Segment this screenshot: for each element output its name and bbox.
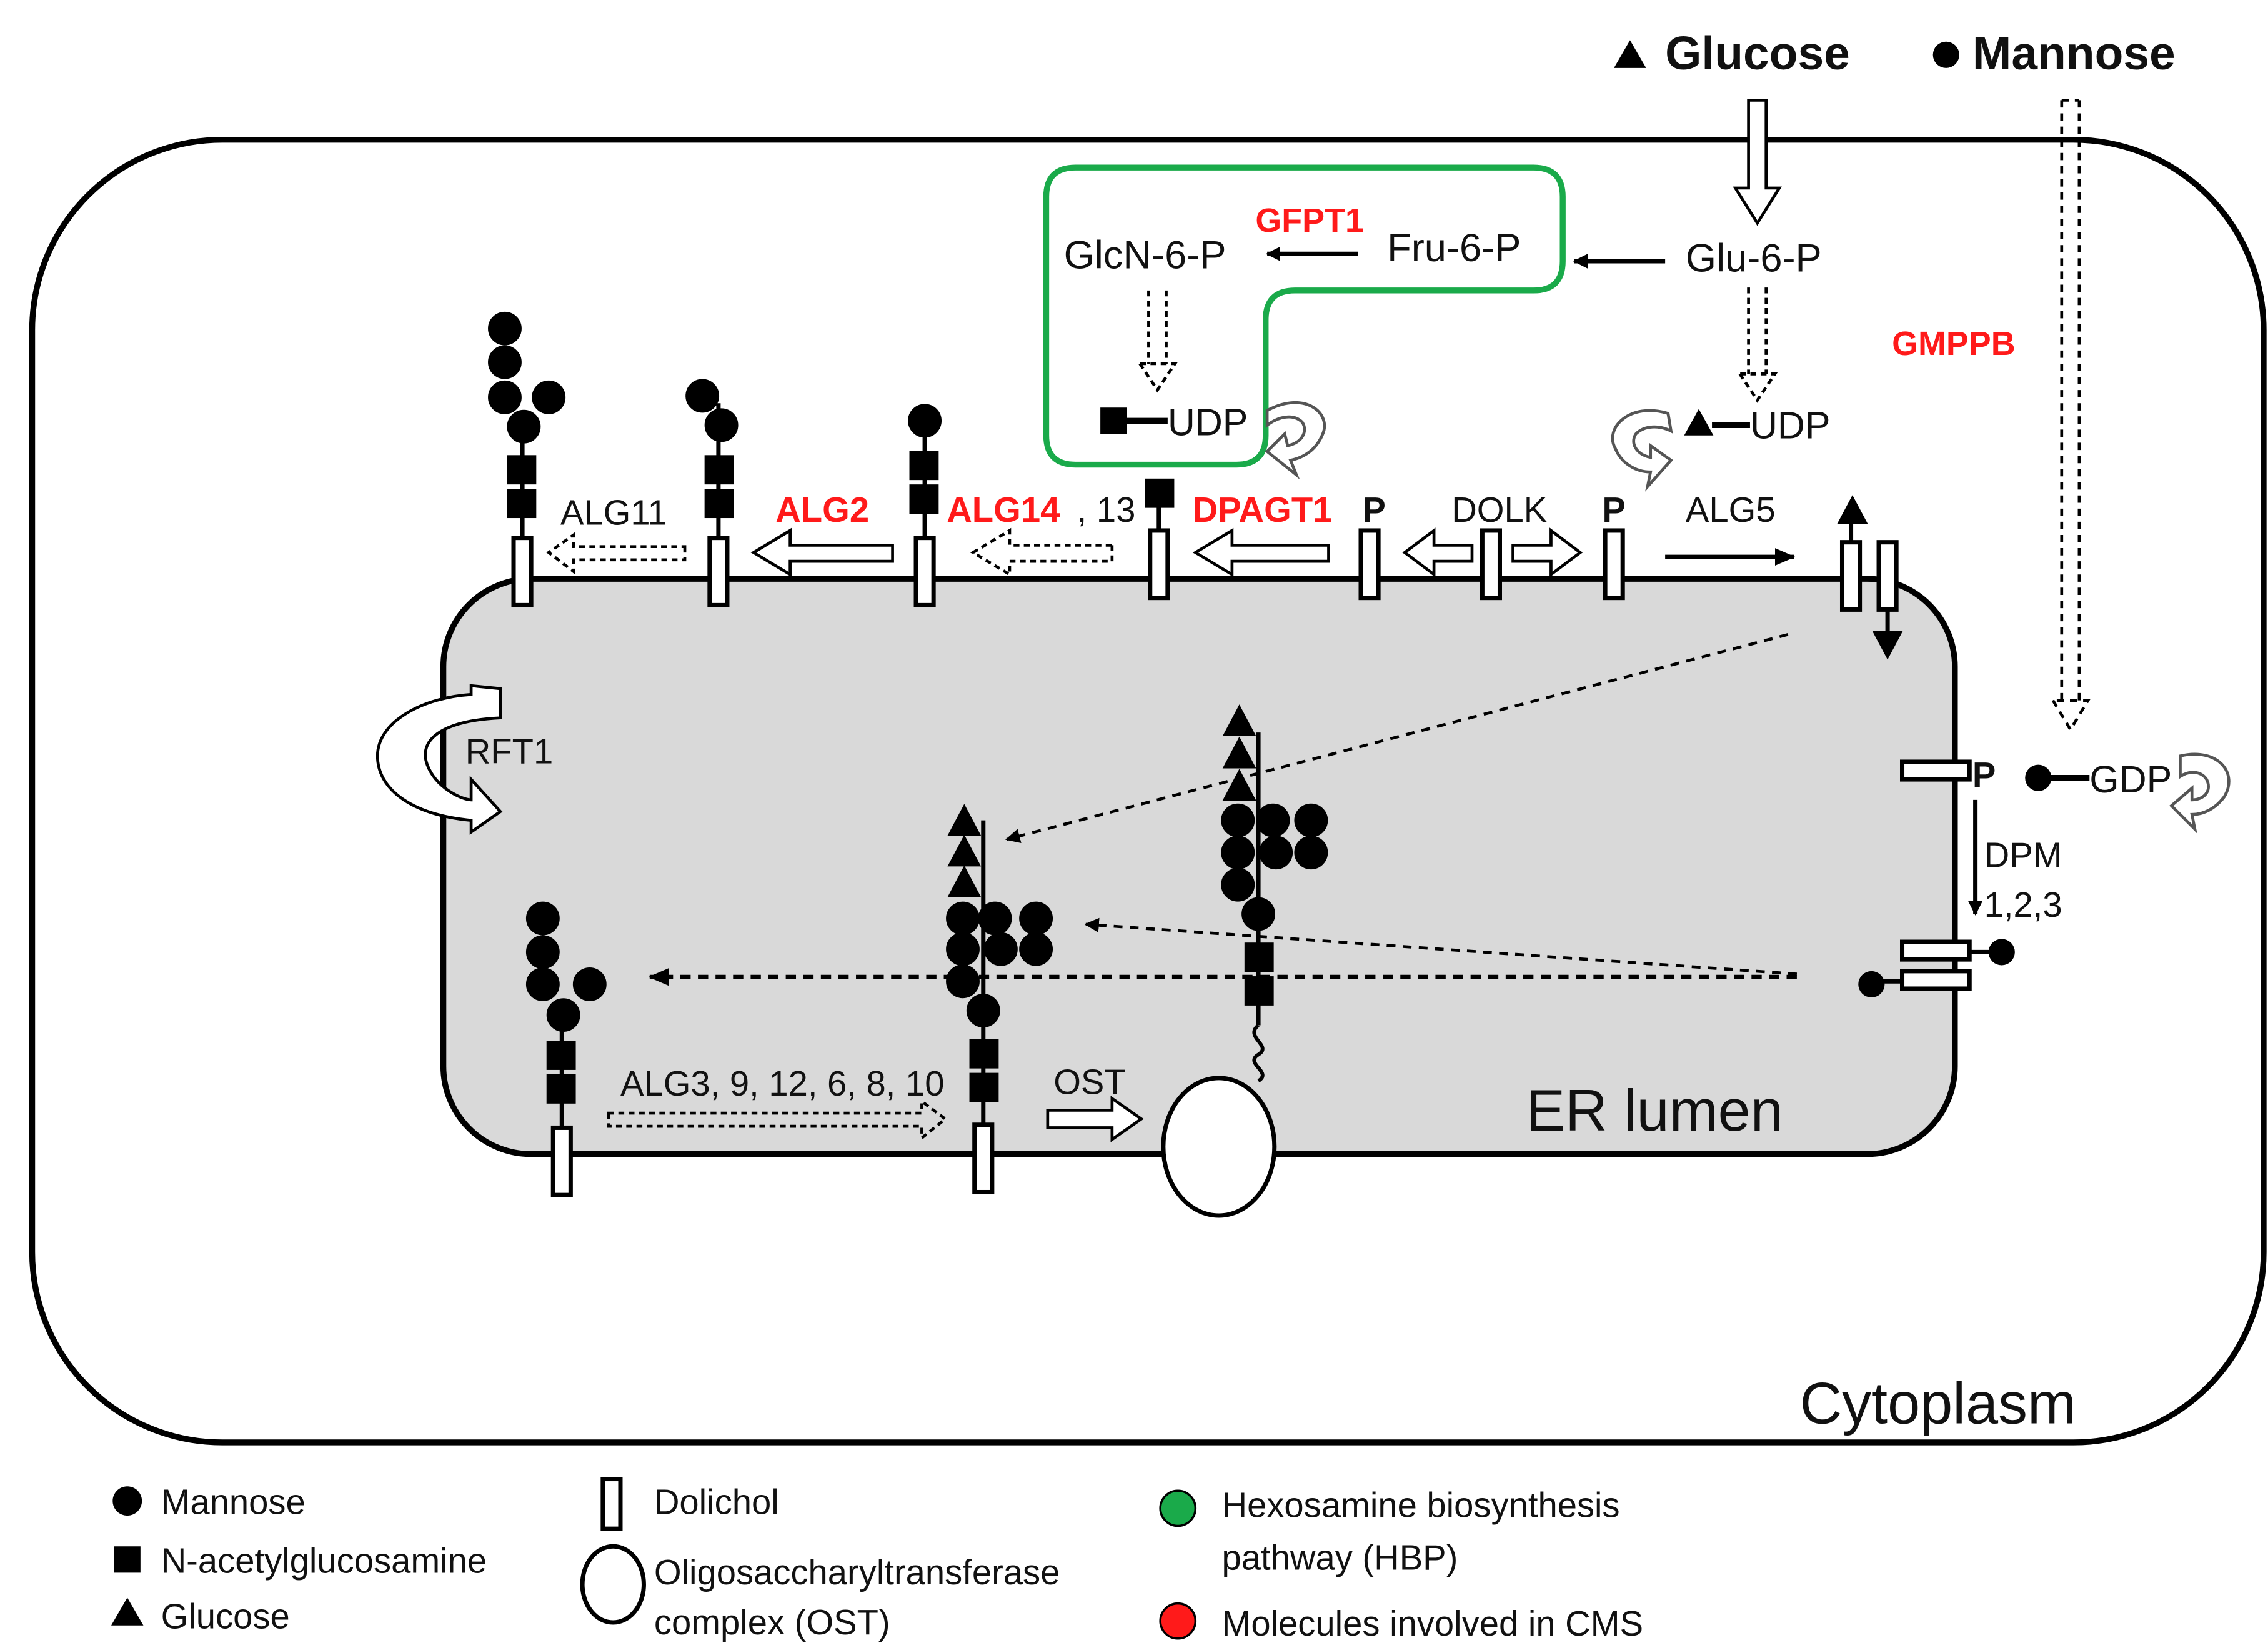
legend-glucose-icon [111, 1597, 144, 1626]
dashed-arrow-man-1 [1084, 917, 1798, 976]
alg2-label: ALG2 [775, 490, 869, 529]
svg-text:UDP: UDP [1168, 401, 1248, 444]
hbp-box [1043, 164, 1566, 468]
svg-text:UDP: UDP [1750, 404, 1831, 446]
glycan-tree-2 [685, 379, 739, 538]
alg14-arrow [970, 527, 1114, 577]
glycan-tree-4 [1145, 478, 1175, 531]
legend-glucose-label: Glucose [161, 1596, 290, 1636]
mannose-circle-icon [1932, 41, 1959, 68]
alg14-label: ALG14 [947, 490, 1060, 529]
dpm-label-1: DPM [1984, 836, 2062, 875]
er-lumen-label: ER lumen [1526, 1077, 1783, 1143]
glycan-tree-1 [488, 311, 566, 538]
alg3-arrow [607, 1098, 948, 1141]
ost-label: OST [1053, 1062, 1126, 1102]
glcnac-square-icon [1100, 407, 1127, 434]
legend-ost-label-2: complex (OST) [654, 1602, 890, 1642]
dolichol-bar-right-1 [1900, 759, 1972, 782]
alg5-label: ALG5 [1686, 490, 1776, 529]
mannose-circle-icon [1988, 939, 2015, 966]
legend-hbp-label-2: pathway (HBP) [1222, 1538, 1458, 1577]
dpm-label-2: 1,2,3 [1984, 885, 2062, 924]
glcn6p-label: GlcN-6-P [1064, 234, 1226, 277]
p-label-1: P [1362, 490, 1385, 529]
glcn-to-udp-arrow [1136, 290, 1178, 393]
ost-complex [1161, 1076, 1277, 1218]
udp-glcnac: UDP [1100, 401, 1248, 444]
dol-p-glc [1837, 495, 1903, 660]
ost-arrow [1046, 1096, 1144, 1142]
glu-to-udp-arrow [1737, 287, 1778, 403]
svg-text:Mannose: Mannose [1972, 27, 2176, 79]
glucose-import-arrow [1733, 99, 1783, 226]
legend-mannose-label: Mannose [161, 1482, 306, 1522]
dolichol-bars-bottom [550, 1122, 995, 1197]
udp-recycle-arrow-2 [1611, 409, 1673, 492]
dolk-label: DOLK [1451, 490, 1547, 529]
glucose-triangle-icon [1684, 409, 1714, 436]
mannose-import-arrow [2050, 99, 2091, 732]
dolk-right-arrow [1511, 527, 1583, 577]
rft1-label: RFT1 [465, 731, 553, 771]
p-label-2: P [1602, 490, 1625, 529]
legend-dolichol-label: Dolichol [654, 1482, 779, 1522]
glycan-lumen-3 [1221, 704, 1328, 1083]
legend-hbp-label-1: Hexosamine biosynthesis [1222, 1485, 1620, 1524]
header-glucose: Glucose [1614, 27, 1850, 79]
svg-text:GDP: GDP [2089, 758, 2172, 801]
cytoplasm-label: Cytoplasm [1800, 1371, 2076, 1436]
legend-dolichol-icon [600, 1477, 623, 1531]
legend-glcnac-icon [114, 1546, 141, 1573]
legend-hbp-icon [1159, 1489, 1197, 1527]
legend-ost-icon [580, 1544, 646, 1625]
alg13-label: , 13 [1077, 490, 1136, 529]
alg11-arrow [546, 532, 687, 575]
mannose-circle-icon [2025, 764, 2052, 791]
dashed-arrow-glc [1005, 632, 1789, 844]
udp-recycle-arrow-1 [1265, 401, 1326, 480]
dpagt1-label: DPAGT1 [1193, 490, 1333, 529]
gdp-recycle-arrow [2169, 752, 2231, 834]
glucose-triangle-icon [1614, 40, 1646, 68]
fru6p-label: Fru-6-P [1387, 226, 1521, 270]
alg11-label: ALG11 [560, 493, 667, 532]
legend-glcnac-label: N-acetylglucosamine [161, 1541, 487, 1580]
svg-text:Glucose: Glucose [1665, 27, 1850, 79]
alg3-label: ALG3, 9, 12, 6, 8, 10 [620, 1064, 945, 1103]
legend: Mannose N-acetylglucosamine Glucose Doli… [111, 1477, 1644, 1643]
dolk-left-arrow [1402, 527, 1474, 577]
gmppb-label: GMPPB [1892, 325, 2016, 362]
glycan-tree-3 [908, 404, 942, 538]
glycan-lumen-1 [525, 901, 607, 1128]
header-mannose: Mannose [1932, 27, 2176, 79]
glu6p-label: Glu-6-P [1686, 236, 1822, 280]
legend-cms-label: Molecules involved in CMS [1222, 1604, 1644, 1643]
p-label-3: P [1972, 755, 1996, 794]
glycan-lumen-2 [946, 804, 1053, 1125]
legend-cms-icon [1159, 1602, 1197, 1640]
mannose-circle-icon [1858, 971, 1885, 998]
legend-ost-label-1: Oligosaccharyltransferase [654, 1552, 1060, 1592]
udp-glucose: UDP [1684, 404, 1831, 446]
dolichol-bars-top [511, 528, 1899, 612]
rft1-flip-arrow [376, 684, 503, 835]
gfpt1-label: GFPT1 [1255, 202, 1364, 239]
alg2-arrow [750, 527, 894, 577]
dol-p-man-flip [1858, 939, 2015, 998]
legend-mannose-icon [112, 1486, 142, 1516]
gdp-mannose: GDP [2025, 758, 2172, 801]
dpagt1-arrow [1192, 527, 1330, 577]
